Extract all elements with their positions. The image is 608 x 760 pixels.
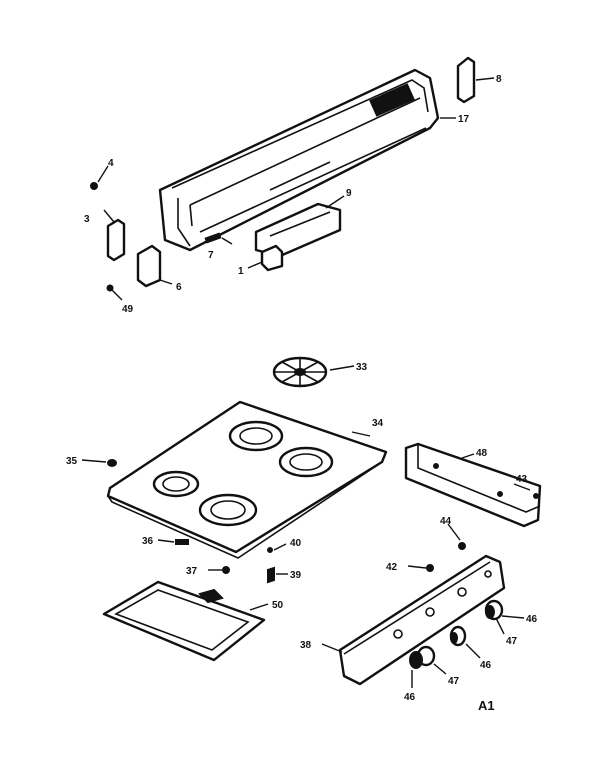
callout-label: 47 <box>506 636 518 647</box>
callout-label: 4 <box>108 158 114 169</box>
callout-label: 8 <box>496 74 502 85</box>
mounting-screw <box>107 459 117 467</box>
screw <box>222 566 230 574</box>
callout-label: 34 <box>372 418 384 429</box>
callout-label: 40 <box>290 538 302 549</box>
screw <box>267 547 273 553</box>
switch <box>260 244 284 272</box>
screw <box>90 182 98 190</box>
callout-label: 9 <box>346 188 352 199</box>
control-panel <box>158 68 440 252</box>
control-knob <box>484 599 504 621</box>
spring-clip <box>204 232 222 244</box>
burner <box>278 446 334 478</box>
screw <box>426 564 434 572</box>
burner <box>152 470 200 498</box>
callout-label: 42 <box>386 562 398 573</box>
callout-label: 6 <box>176 282 182 293</box>
clip <box>175 539 189 545</box>
leader-lines <box>81 77 531 688</box>
burner-grate <box>272 356 328 388</box>
display-window <box>369 83 415 117</box>
drip-tray <box>102 580 266 662</box>
screw <box>458 542 466 550</box>
callout-label: 7 <box>208 250 214 261</box>
burner <box>198 493 258 527</box>
callout-label: 43 <box>516 474 528 485</box>
callout-label: 39 <box>290 570 302 581</box>
callout-label: 38 <box>300 640 312 651</box>
end-cap-left <box>106 218 126 262</box>
callout-label: 33 <box>356 362 368 373</box>
callout-label: 1 <box>238 266 244 277</box>
rear-bracket <box>404 442 542 528</box>
callout-label: 17 <box>458 114 470 125</box>
callout-label: 46 <box>526 614 538 625</box>
end-trim <box>136 244 162 288</box>
control-knob <box>409 645 436 669</box>
callout-label: 46 <box>480 660 492 671</box>
screw <box>106 284 114 292</box>
burner <box>228 420 284 452</box>
sheet-label: A1 <box>478 698 495 713</box>
callout-label: 46 <box>404 692 416 703</box>
callout-label: 49 <box>122 304 134 315</box>
callout-label: 3 <box>84 214 90 225</box>
callout-label: 48 <box>476 448 488 459</box>
control-panel-assembly <box>90 56 476 292</box>
callout-label: 50 <box>272 600 284 611</box>
end-cap-right <box>456 56 476 104</box>
bolt <box>267 566 275 584</box>
manifold-assembly <box>338 442 542 686</box>
callout-label: 47 <box>448 676 460 687</box>
callout-label: 35 <box>66 456 78 467</box>
callout-label: 37 <box>186 566 198 577</box>
cooktop-assembly <box>102 356 388 662</box>
callout-labels: 8 17 4 3 9 7 1 6 49 33 34 35 48 43 36 40… <box>66 74 538 713</box>
control-knob <box>449 625 467 647</box>
callout-label: 36 <box>142 536 154 547</box>
callout-label: 44 <box>440 516 452 527</box>
